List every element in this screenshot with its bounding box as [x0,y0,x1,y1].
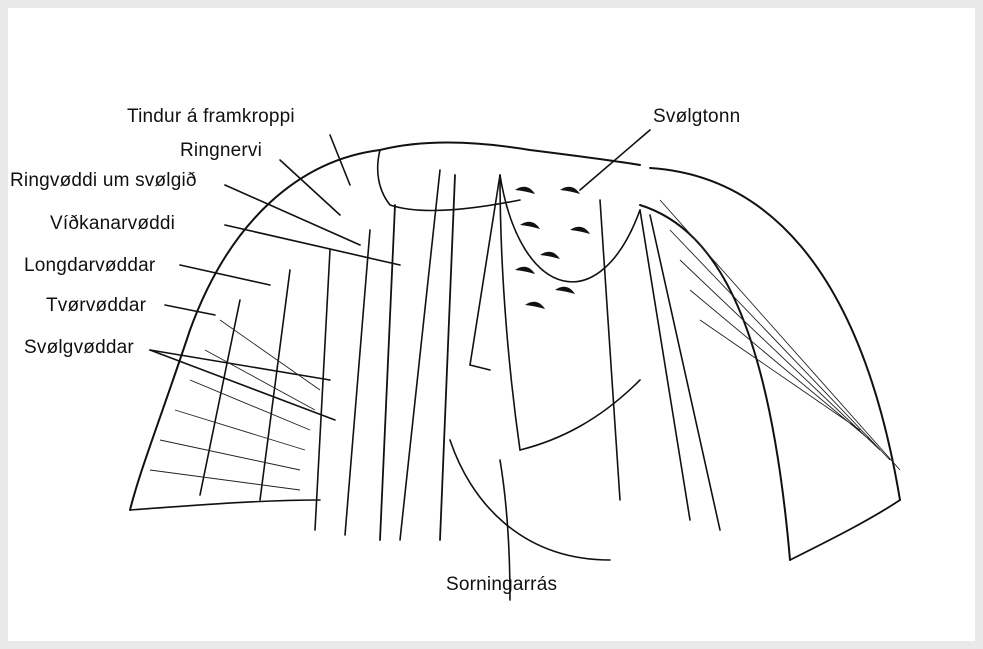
label-svolgvoddar: Svølgvøddar [24,337,134,358]
figure-frame [8,8,975,641]
label-sorningarras: Sorningarrás [446,574,558,595]
label-tvorvoddar: Tvørvøddar [46,295,147,316]
label-vidkanarvoddi: Víðkanarvøddi [50,213,176,234]
label-ringvoddi: Ringvøddi um svølgið [10,170,197,191]
label-tindur: Tindur á framkroppi [127,106,295,127]
label-ringnervi: Ringnervi [180,140,263,161]
label-svolgtonn: Svølgtonn [653,106,741,127]
label-longdarvoddar: Longdarvøddar [24,255,156,276]
